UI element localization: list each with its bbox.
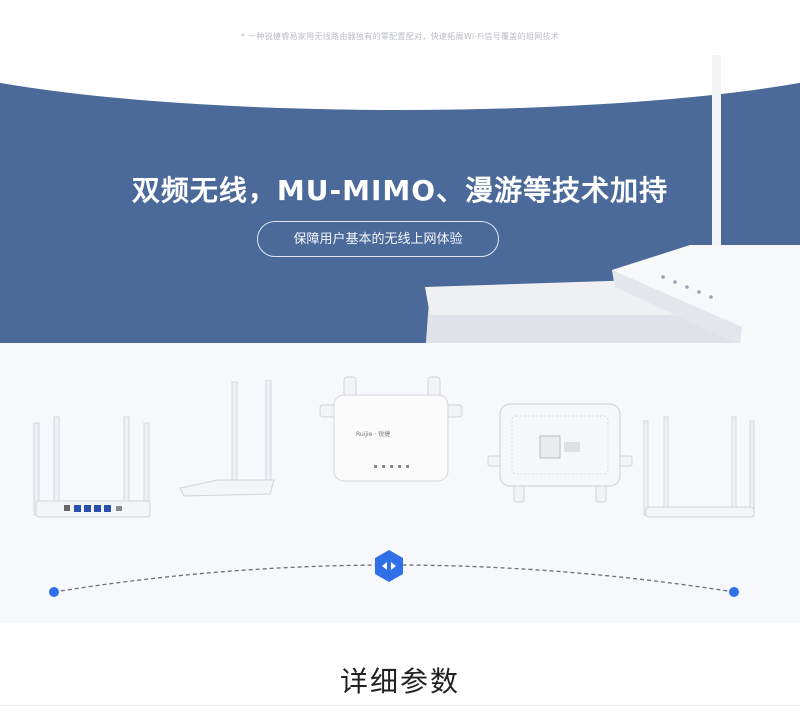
chevron-left-icon bbox=[382, 562, 387, 570]
top-strip bbox=[0, 0, 800, 60]
router-rear-view bbox=[28, 415, 158, 525]
hero-router-image bbox=[425, 55, 800, 355]
router-front-view: Ruijie · 锐捷 bbox=[318, 375, 464, 485]
chevron-right-icon bbox=[391, 562, 396, 570]
router-rear-view-2 bbox=[640, 415, 760, 525]
hero-banner: 双频无线，MU-MIMO、漫游等技术加持 保障用户基本的无线上网体验 bbox=[0, 55, 800, 355]
section-title: 详细参数 bbox=[339, 665, 460, 698]
slider-handle[interactable] bbox=[372, 549, 406, 583]
router-logo: Ruijie · 锐捷 bbox=[356, 431, 391, 438]
hero-subtitle-pill: 保障用户基本的无线上网体验 bbox=[257, 221, 499, 257]
hero-title: 双频无线，MU-MIMO、漫游等技术加持 bbox=[131, 174, 669, 207]
divider bbox=[0, 705, 800, 706]
router-side-view bbox=[178, 380, 278, 500]
router-bottom-view bbox=[486, 398, 634, 508]
footnote-text: * 一种锐捷睿易家用无线路由器独有的零配置配对，快速拓展Wi-Fi信号覆盖的组网… bbox=[240, 32, 560, 41]
